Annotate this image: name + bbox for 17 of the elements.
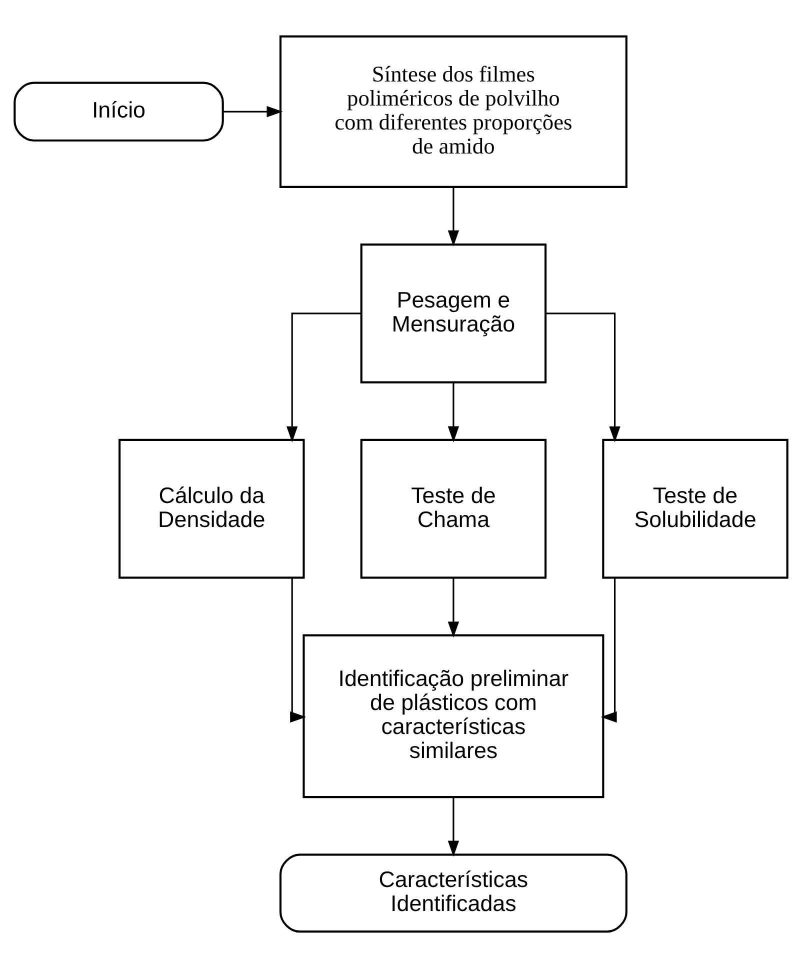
arrow (448, 382, 460, 442)
arrow (223, 106, 283, 117)
node-box: Cálculo da Densidade (118, 438, 305, 578)
arrow (448, 186, 460, 246)
arrow (290, 578, 306, 722)
arrow (448, 796, 460, 856)
arrow (546, 312, 620, 442)
arrow (600, 578, 617, 722)
node-box: Início (14, 81, 224, 142)
arrow (448, 577, 460, 638)
node-box: Identificação preliminar de plásticos com características similares (302, 634, 604, 798)
node-box: Síntese dos filmes poliméricos de polvilho com diferentes proporções de amido (279, 34, 628, 188)
arrow (286, 312, 361, 442)
node-box: Teste de Chama (360, 438, 547, 578)
node-box: Pesagem e Mensuração (360, 243, 547, 383)
node-box: Características Identificadas (279, 853, 628, 932)
node-box: Teste de Solubilidade (602, 438, 788, 578)
